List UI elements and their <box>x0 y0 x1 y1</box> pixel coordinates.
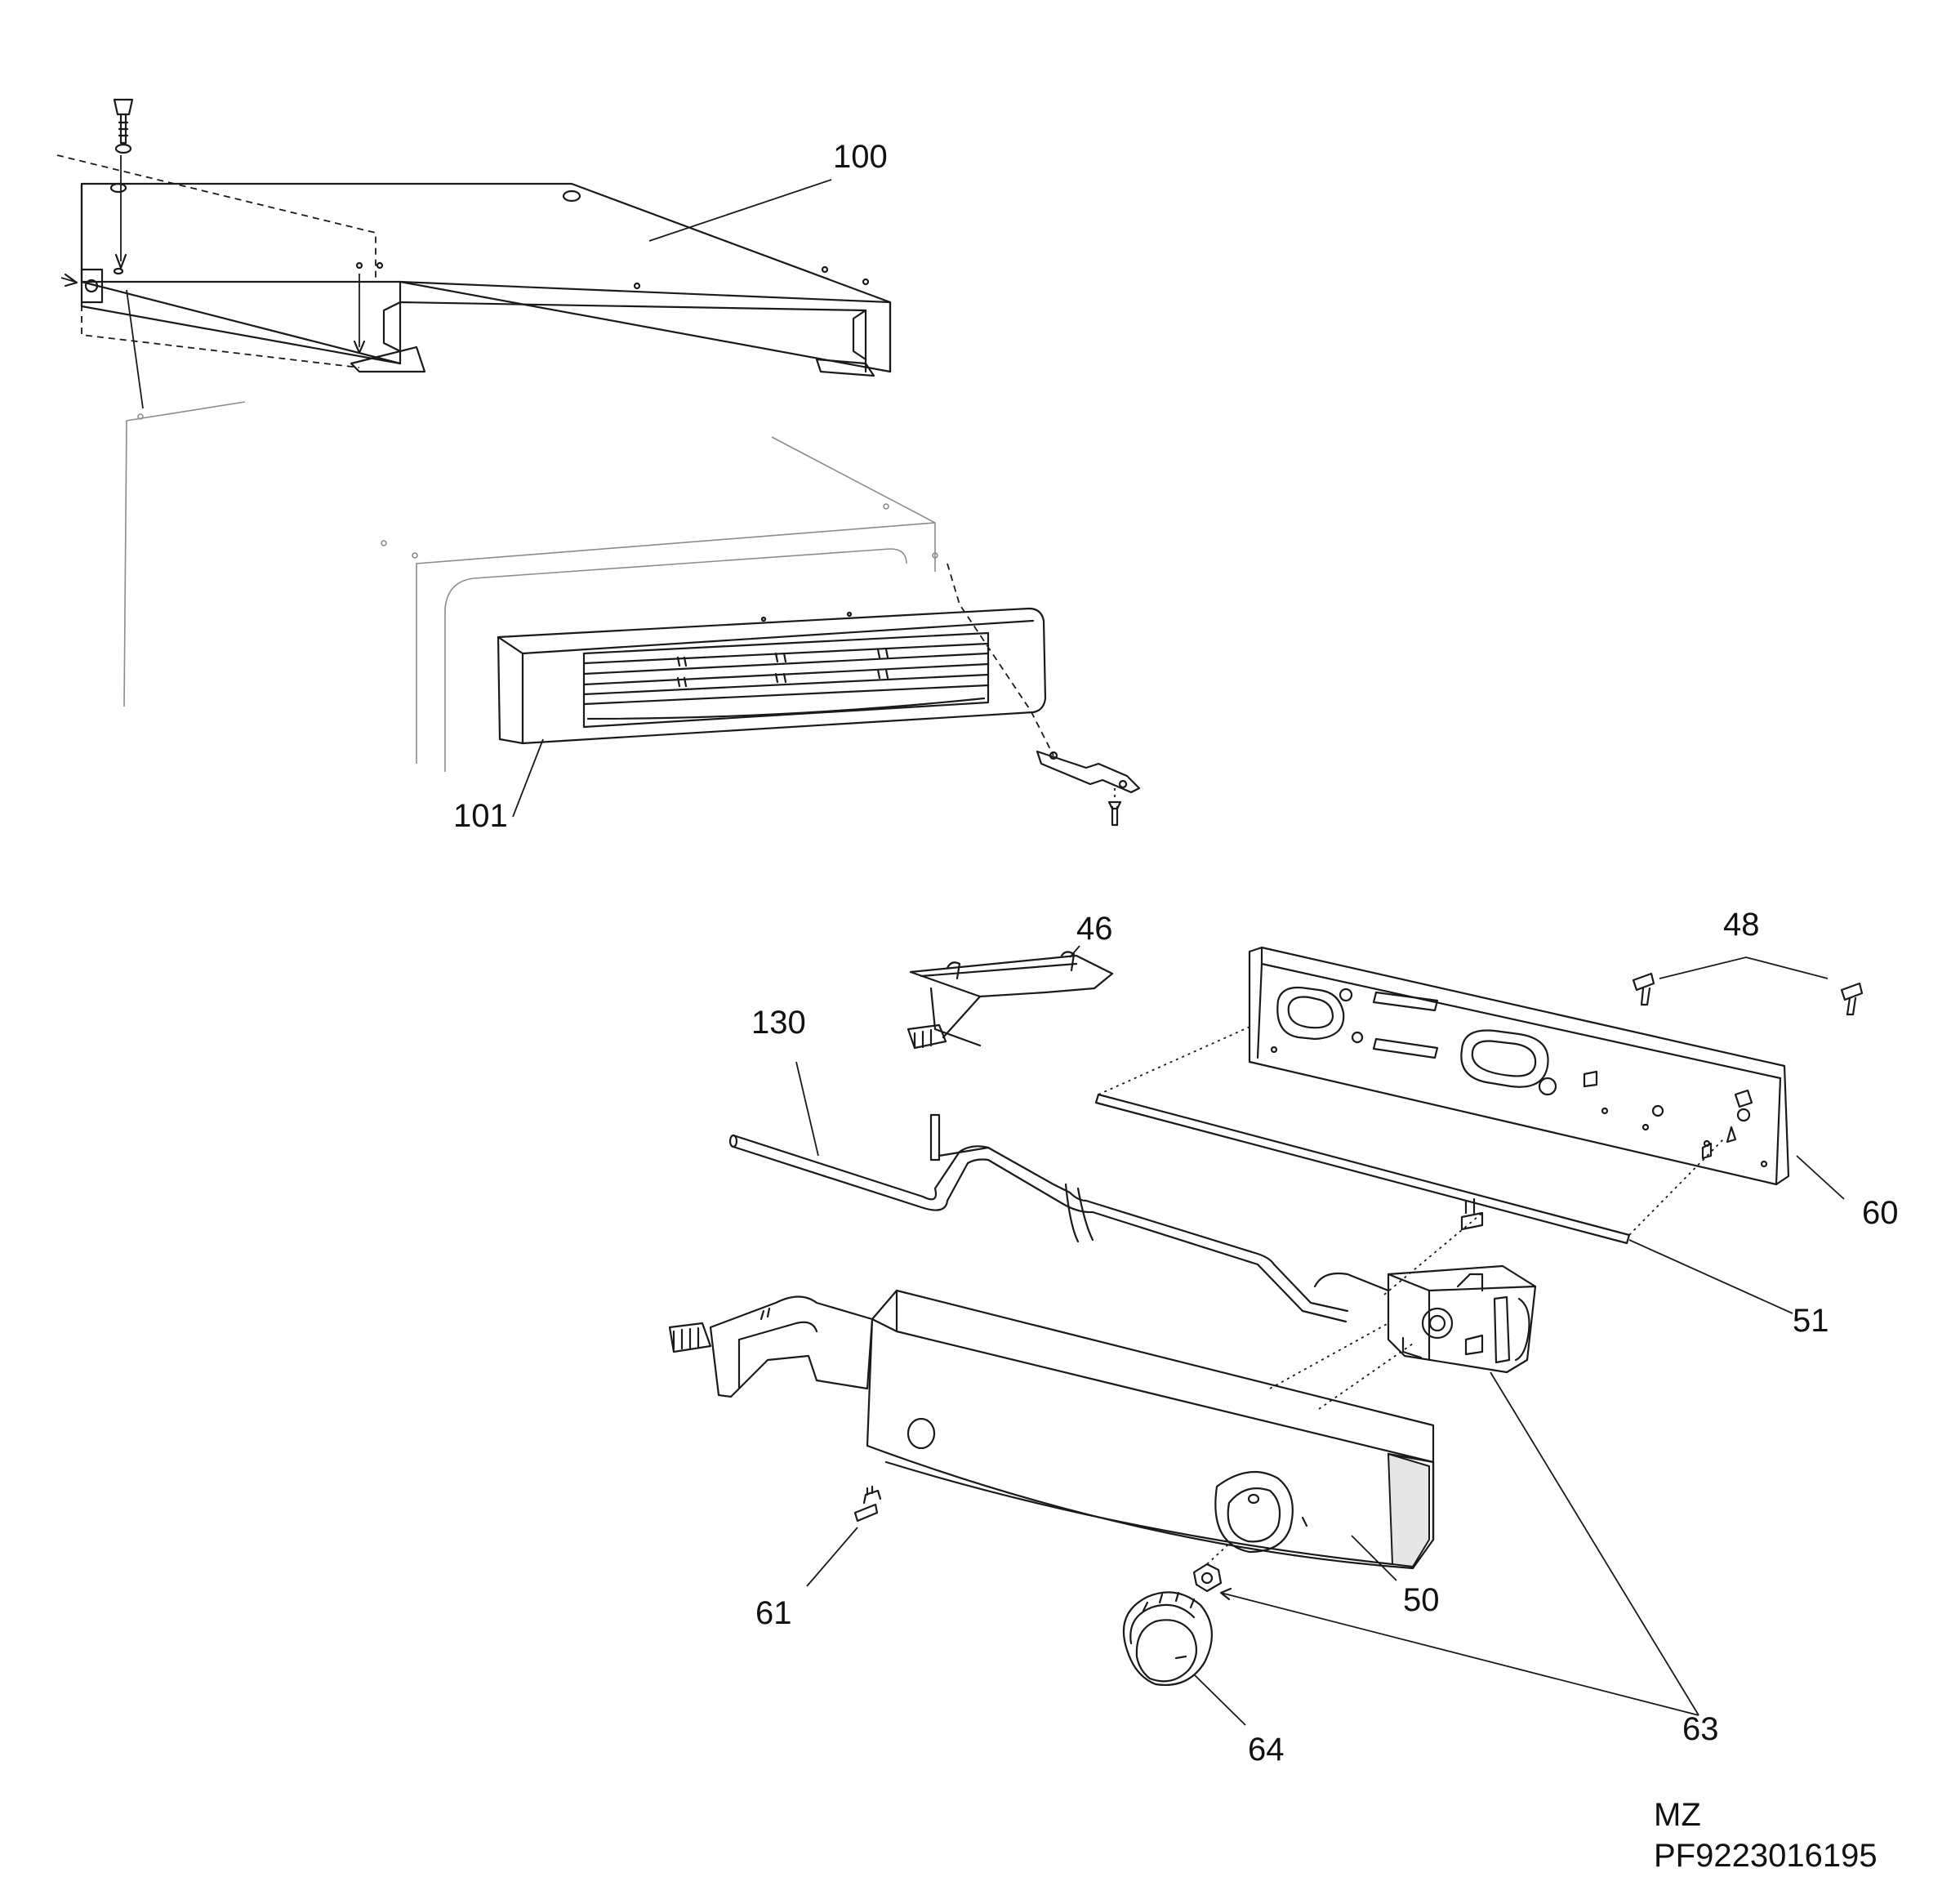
callout-48: 48 <box>1723 907 1760 943</box>
callout-61: 61 <box>755 1595 792 1631</box>
knob-part-64 <box>1122 1543 1246 1726</box>
control-panel-part-60 <box>1248 946 1845 1200</box>
cabinet-outline <box>123 401 938 772</box>
screw-part-61 <box>806 1485 882 1587</box>
housing-part-50 <box>668 1212 1483 1581</box>
footer-code: MZ <box>1654 1797 1701 1833</box>
sensor-bracket-part-46 <box>906 945 1114 1050</box>
callout-60: 60 <box>1862 1195 1899 1231</box>
callout-46: 46 <box>1076 911 1113 947</box>
rod-part-51 <box>1094 1024 1793 1314</box>
footer-part-number: PF9223016195 <box>1654 1838 1878 1874</box>
callout-64: 64 <box>1248 1732 1285 1768</box>
capillary-tube-part-130 <box>728 1061 1390 1323</box>
callout-50: 50 <box>1403 1582 1440 1618</box>
thermostat-part-63 <box>1219 1197 1699 1716</box>
callout-63: 63 <box>1682 1711 1719 1747</box>
leader-100 <box>648 179 832 242</box>
top-bracket-part-100 <box>56 98 892 409</box>
callout-101: 101 <box>453 798 508 834</box>
callout-51: 51 <box>1793 1303 1829 1339</box>
screws-part-48 <box>1632 956 1864 1016</box>
front-grille-part-101 <box>497 563 1141 827</box>
callout-130: 130 <box>751 1005 806 1041</box>
callout-100: 100 <box>833 139 888 175</box>
